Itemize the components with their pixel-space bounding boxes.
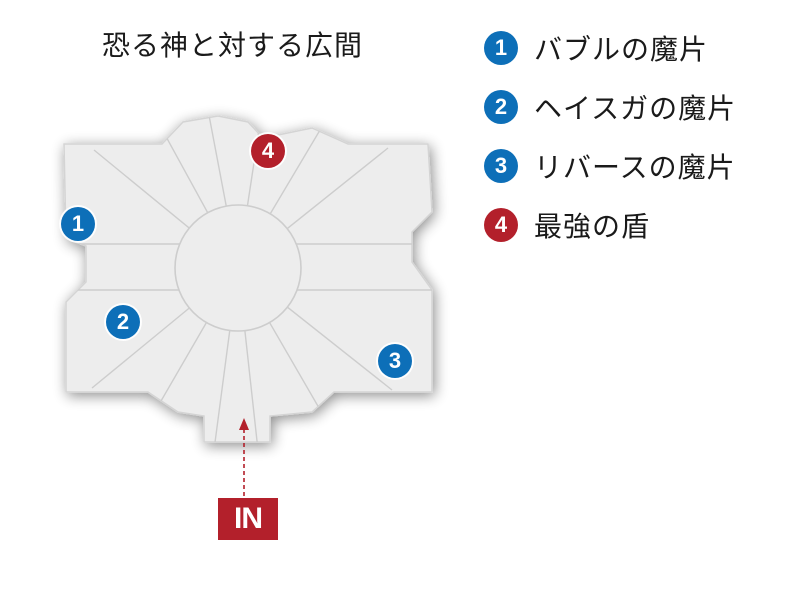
legend: 1 バブルの魔片 2 ヘイスガの魔片 3 リバースの魔片 4 最強の盾: [484, 28, 736, 264]
legend-item-1: 1 バブルの魔片: [484, 28, 736, 67]
marker-4-number: 4: [261, 138, 275, 163]
marker-4[interactable]: 4: [251, 134, 285, 168]
entrance-badge: IN: [218, 498, 278, 540]
legend-label: ヘイスガの魔片: [534, 91, 737, 125]
marker-2-number: 2: [116, 309, 130, 334]
central-dais: [174, 204, 302, 332]
legend-label: 最強の盾: [534, 209, 651, 243]
marker-3-number: 3: [388, 348, 402, 373]
legend-number-badge: 2: [484, 89, 518, 124]
legend-number-badge: 1: [484, 30, 518, 65]
marker-1[interactable]: 1: [61, 207, 95, 241]
legend-item-4: 4 最強の盾: [484, 205, 736, 244]
legend-label: リバースの魔片: [534, 150, 736, 184]
legend-label: バブルの魔片: [534, 32, 709, 66]
marker-3[interactable]: 3: [378, 344, 412, 378]
entrance-path-arrow: [239, 418, 249, 496]
marker-1-number: 1: [71, 211, 85, 236]
map-title: 恐る神と対する広間: [102, 29, 364, 62]
legend-item-3: 3 リバースの魔片: [484, 146, 736, 185]
marker-2[interactable]: 2: [106, 305, 140, 339]
legend-item-2: 2 ヘイスガの魔片: [484, 87, 736, 126]
legend-number-badge: 4: [484, 207, 518, 242]
legend-number-badge: 3: [484, 148, 518, 183]
